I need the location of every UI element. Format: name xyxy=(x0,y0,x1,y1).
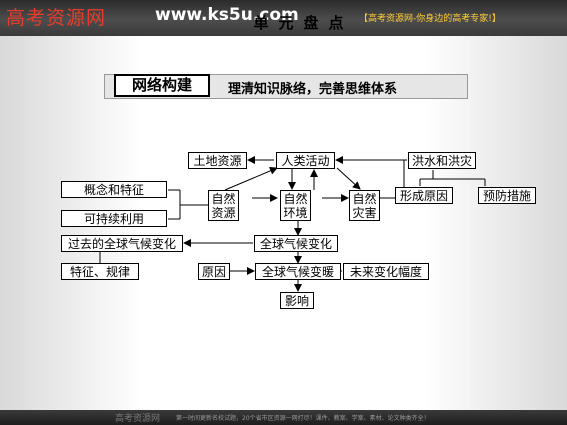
node-causes: 原因 xyxy=(198,263,230,280)
node-flood: 洪水和洪灾 xyxy=(408,152,476,169)
node-global-warming: 全球气候变暖 xyxy=(255,263,341,280)
node-features-patterns: 特征、规律 xyxy=(61,263,139,280)
brand-logo: 高考资源网 xyxy=(6,7,107,29)
node-natural-resources: 自然资源 xyxy=(208,190,239,221)
section-subtitle: 理清知识脉络，完善思维体系 xyxy=(228,82,398,97)
node-land-resources: 土地资源 xyxy=(188,152,247,169)
node-future-change: 未来变化幅度 xyxy=(343,263,429,280)
header-bar xyxy=(0,0,567,36)
node-flood-causes: 形成原因 xyxy=(395,187,453,204)
node-human-activity: 人类活动 xyxy=(276,152,335,169)
node-natural-environment: 自然环境 xyxy=(280,190,311,221)
footer-text: 第一时间更新名校试题，20个省市区资源一网打尽！课件、教案、学案、素材、论文种类… xyxy=(176,415,430,422)
node-sustainable-use: 可持续利用 xyxy=(61,210,167,227)
footer-logo: 高考资源网 xyxy=(115,414,161,424)
footer-bar xyxy=(0,410,567,425)
header-slogan: 【高考资源网-你身边的高考专家!】 xyxy=(359,14,501,24)
node-natural-disaster: 自然灾害 xyxy=(349,190,380,221)
section-label: 网络构建 xyxy=(114,74,210,97)
unit-title: 单元盘点 xyxy=(253,14,354,32)
node-prevention: 预防措施 xyxy=(478,187,536,204)
node-impact: 影响 xyxy=(280,292,314,309)
node-global-climate-change: 全球气候变化 xyxy=(254,235,338,252)
node-concept-features: 概念和特征 xyxy=(61,181,167,198)
brand-url[interactable]: www.ks5u.com xyxy=(155,5,299,25)
node-past-climate-change: 过去的全球气候变化 xyxy=(61,235,183,252)
